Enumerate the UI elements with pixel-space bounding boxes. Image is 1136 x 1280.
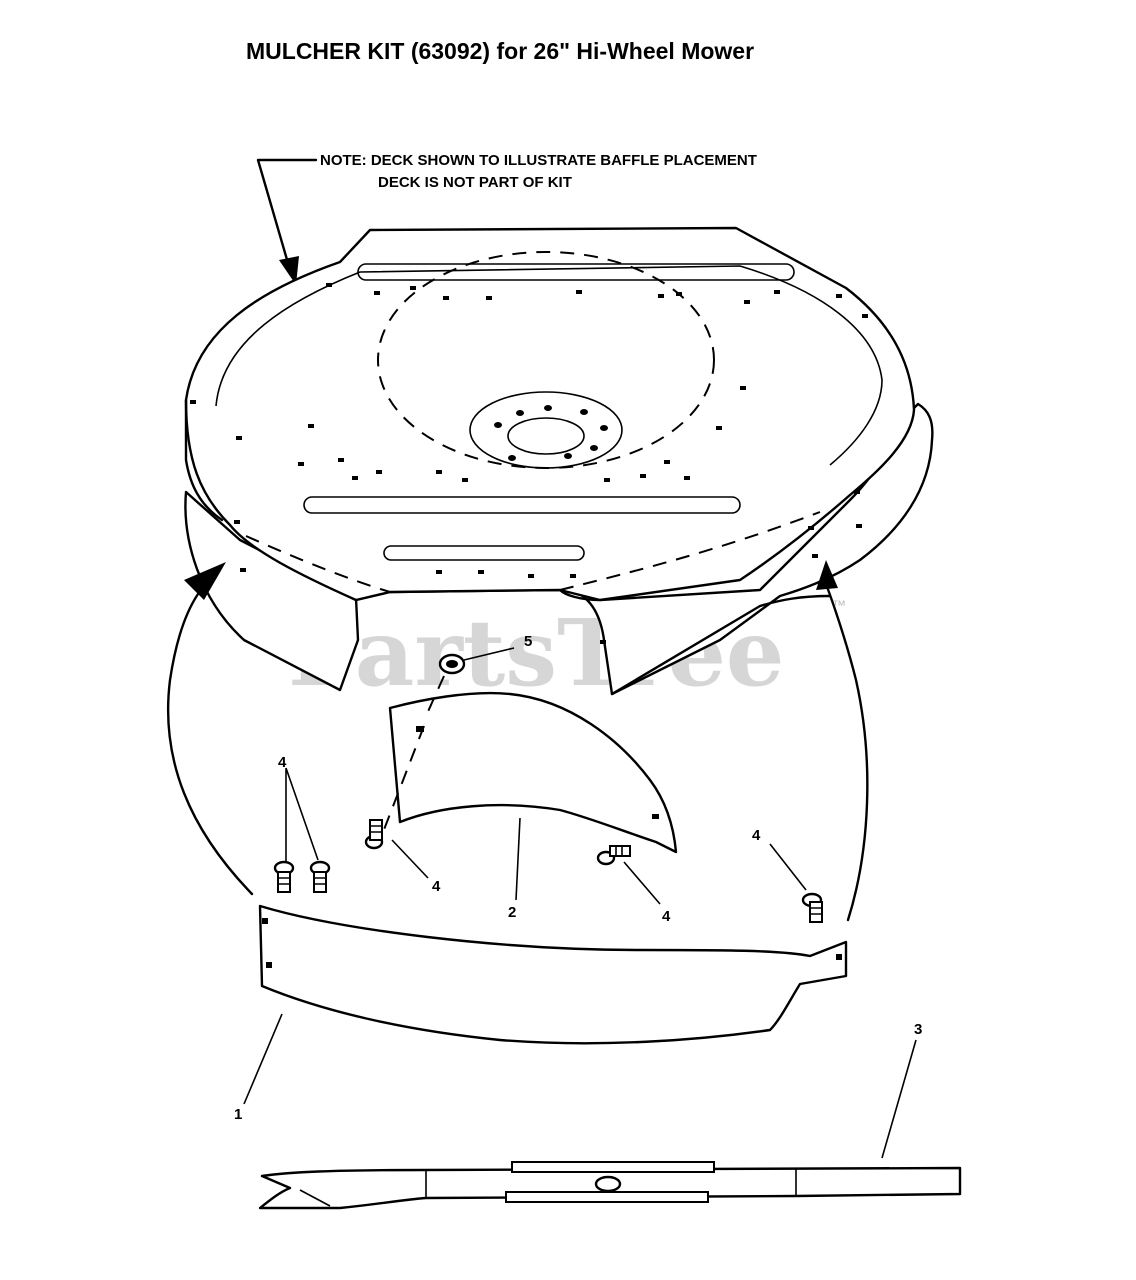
bolt-middle-left [364,819,384,850]
callout-5: 5 [524,633,532,650]
note-line-1: NOTE: DECK SHOWN TO ILLUSTRATE BAFFLE PL… [320,152,757,169]
diagram-title: MULCHER KIT (63092) for 26" Hi-Wheel Mow… [246,38,754,64]
part-3-blade [258,1161,962,1210]
part-5-nut [425,653,466,717]
mower-deck [184,226,934,696]
callout-4-bolt-middle-right: 4 [662,908,671,925]
part-1-plate [258,904,848,1045]
callout-4-bolt-right: 4 [752,827,761,844]
callout-1: 1 [234,1106,242,1123]
callout-4-bolts-upper-left: 4 [278,754,287,771]
callout-3: 3 [914,1021,922,1038]
bolt-middle-right [596,845,631,866]
callout-2: 2 [508,904,516,921]
callout-leaders [243,647,917,1159]
bolt-upper-left-b [309,860,331,893]
note-line-2: DECK IS NOT PART OF KIT [378,174,572,191]
note-leader-arrow [256,158,318,285]
callout-4-bolt-middle-left: 4 [432,878,441,895]
part-2-baffle [379,691,678,854]
left-placement-arrow [166,562,254,896]
bolt-upper-left-a [273,860,295,893]
bolt-right [801,892,823,923]
right-placement-arrow [816,560,869,922]
